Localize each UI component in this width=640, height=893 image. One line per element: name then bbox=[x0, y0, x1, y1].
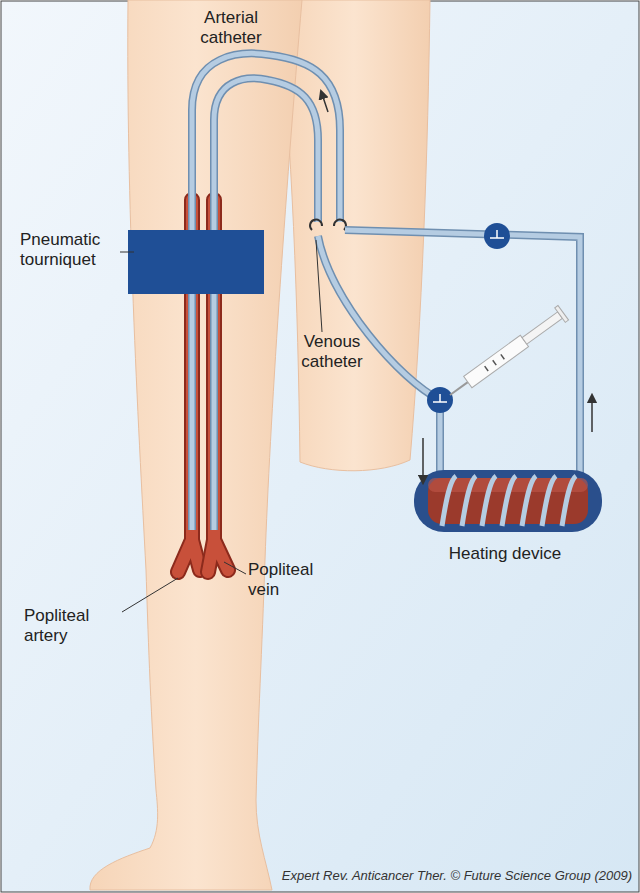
pump-valve bbox=[427, 223, 510, 413]
coil-winding bbox=[502, 476, 516, 526]
coil-winding bbox=[442, 476, 456, 526]
coil-winding bbox=[522, 476, 536, 526]
coil-winding bbox=[562, 476, 576, 526]
vessel-label: Popliteal vein bbox=[248, 560, 338, 600]
tourniquet-label: Pneumatic tourniquet bbox=[20, 230, 120, 270]
pneumatic-tourniquet bbox=[128, 230, 264, 294]
source-caption: Expert Rev. Anticancer Ther. © Future Sc… bbox=[282, 866, 632, 886]
catheter-label: Arterial catheter bbox=[186, 8, 276, 48]
coil-winding bbox=[462, 476, 476, 526]
coil-winding bbox=[542, 476, 556, 526]
flow-arrow bbox=[591, 398, 593, 432]
syringe bbox=[445, 305, 569, 402]
device-label: Heating device bbox=[430, 544, 580, 564]
heating-device bbox=[414, 470, 602, 532]
catheter-label: Venous catheter bbox=[290, 332, 374, 372]
flow-arrow bbox=[422, 438, 424, 480]
flow-arrow bbox=[322, 94, 328, 112]
vessel-label: Popliteal artery bbox=[24, 606, 120, 646]
coil-winding bbox=[482, 476, 496, 526]
leader-lines bbox=[120, 240, 322, 612]
